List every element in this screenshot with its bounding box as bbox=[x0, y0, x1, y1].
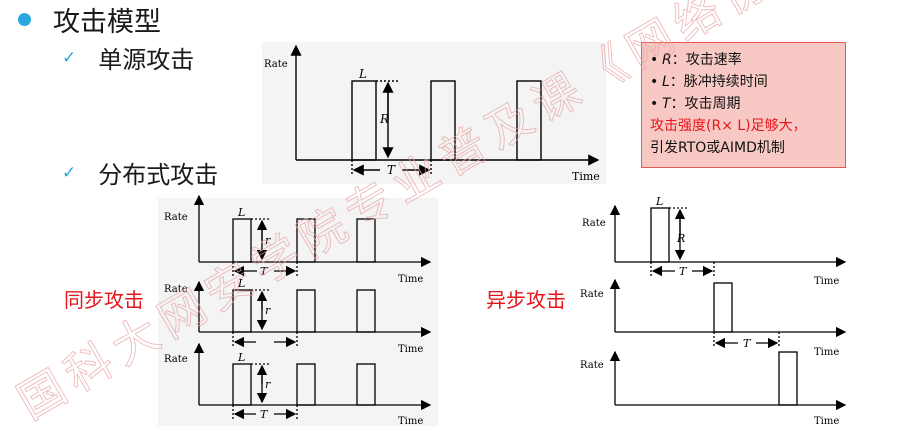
l-symbol: L bbox=[358, 67, 367, 81]
pulse bbox=[778, 351, 798, 406]
pulse bbox=[351, 80, 377, 161]
check-icon: ✓ bbox=[62, 47, 77, 68]
async-row-1 bbox=[609, 204, 847, 277]
rate-label: Rate bbox=[580, 360, 604, 371]
r-symbol: r bbox=[265, 234, 271, 247]
pulse bbox=[296, 289, 316, 333]
check-icon: ✓ bbox=[62, 162, 77, 183]
sync-diagram-panel bbox=[158, 198, 438, 426]
rate-label: Rate bbox=[580, 289, 604, 300]
time-label: Time bbox=[398, 344, 423, 355]
info-note-line2: 引发RTO或AIMD机制 bbox=[650, 140, 785, 156]
subtitle-single-source: ✓ 单源攻击 bbox=[62, 40, 194, 75]
pulse bbox=[232, 363, 252, 406]
time-label: Time bbox=[398, 416, 423, 427]
pulse bbox=[356, 289, 376, 333]
rate-label: Rate bbox=[164, 284, 188, 295]
pulse bbox=[430, 80, 456, 161]
sync-attack-label: 同步攻击 bbox=[64, 288, 144, 312]
t-symbol: T bbox=[260, 408, 269, 421]
pulse bbox=[650, 207, 670, 263]
rate-label: Rate bbox=[164, 354, 188, 365]
pulse bbox=[232, 289, 252, 333]
l-symbol: L bbox=[237, 277, 245, 290]
pulse bbox=[356, 363, 376, 406]
time-label: Time bbox=[398, 274, 423, 285]
r-symbol: r bbox=[265, 304, 271, 317]
rate-label: Rate bbox=[164, 212, 188, 223]
rate-label: Rate bbox=[264, 59, 288, 70]
pulse bbox=[516, 80, 542, 161]
time-label: Time bbox=[814, 276, 839, 287]
pulse bbox=[356, 218, 376, 263]
info-item-period: •T：攻击周期 bbox=[650, 96, 741, 112]
subtitle-single-label: 单源攻击 bbox=[98, 46, 195, 74]
r-symbol: R bbox=[676, 232, 685, 245]
r-symbol: r bbox=[265, 378, 271, 391]
r-symbol: R bbox=[379, 112, 389, 126]
info-item-rate: •R：攻击速率 bbox=[650, 52, 742, 68]
async-row-2 bbox=[609, 278, 847, 349]
sync-row-1 bbox=[193, 194, 432, 277]
page-title: 攻击模型 bbox=[18, 0, 161, 39]
single-source-diagram bbox=[290, 44, 600, 176]
t-symbol: T bbox=[260, 265, 269, 278]
bullet-dot bbox=[18, 13, 31, 26]
pulse bbox=[713, 282, 733, 333]
subtitle-distributed: ✓ 分布式攻击 bbox=[62, 155, 218, 190]
single-diagram-panel bbox=[262, 42, 606, 184]
async-row-3 bbox=[609, 350, 847, 411]
t-symbol: T bbox=[679, 265, 688, 278]
l-symbol: L bbox=[237, 206, 245, 219]
time-label: Time bbox=[572, 170, 600, 183]
pulse bbox=[232, 218, 252, 263]
info-item-duration: •L：脉冲持续时间 bbox=[650, 74, 768, 90]
sync-row-3 bbox=[193, 342, 432, 420]
async-attack-label: 异步攻击 bbox=[486, 288, 566, 312]
subtitle-distributed-label: 分布式攻击 bbox=[98, 161, 219, 189]
pulse bbox=[296, 218, 316, 263]
t-symbol: T bbox=[743, 337, 752, 350]
time-label: Time bbox=[814, 347, 839, 358]
title-text: 攻击模型 bbox=[53, 7, 161, 38]
time-label: Time bbox=[814, 416, 839, 427]
sync-row-2 bbox=[193, 280, 432, 348]
l-symbol: L bbox=[237, 351, 245, 364]
info-note-line1: 攻击强度(R× L)足够大， bbox=[650, 118, 807, 134]
pulse bbox=[296, 363, 316, 406]
t-symbol: T bbox=[387, 163, 396, 177]
info-box: •R：攻击速率 •L：脉冲持续时间 •T：攻击周期 攻击强度(R× L)足够大，… bbox=[641, 42, 846, 168]
l-symbol: L bbox=[655, 195, 663, 208]
rate-label: Rate bbox=[582, 218, 606, 229]
